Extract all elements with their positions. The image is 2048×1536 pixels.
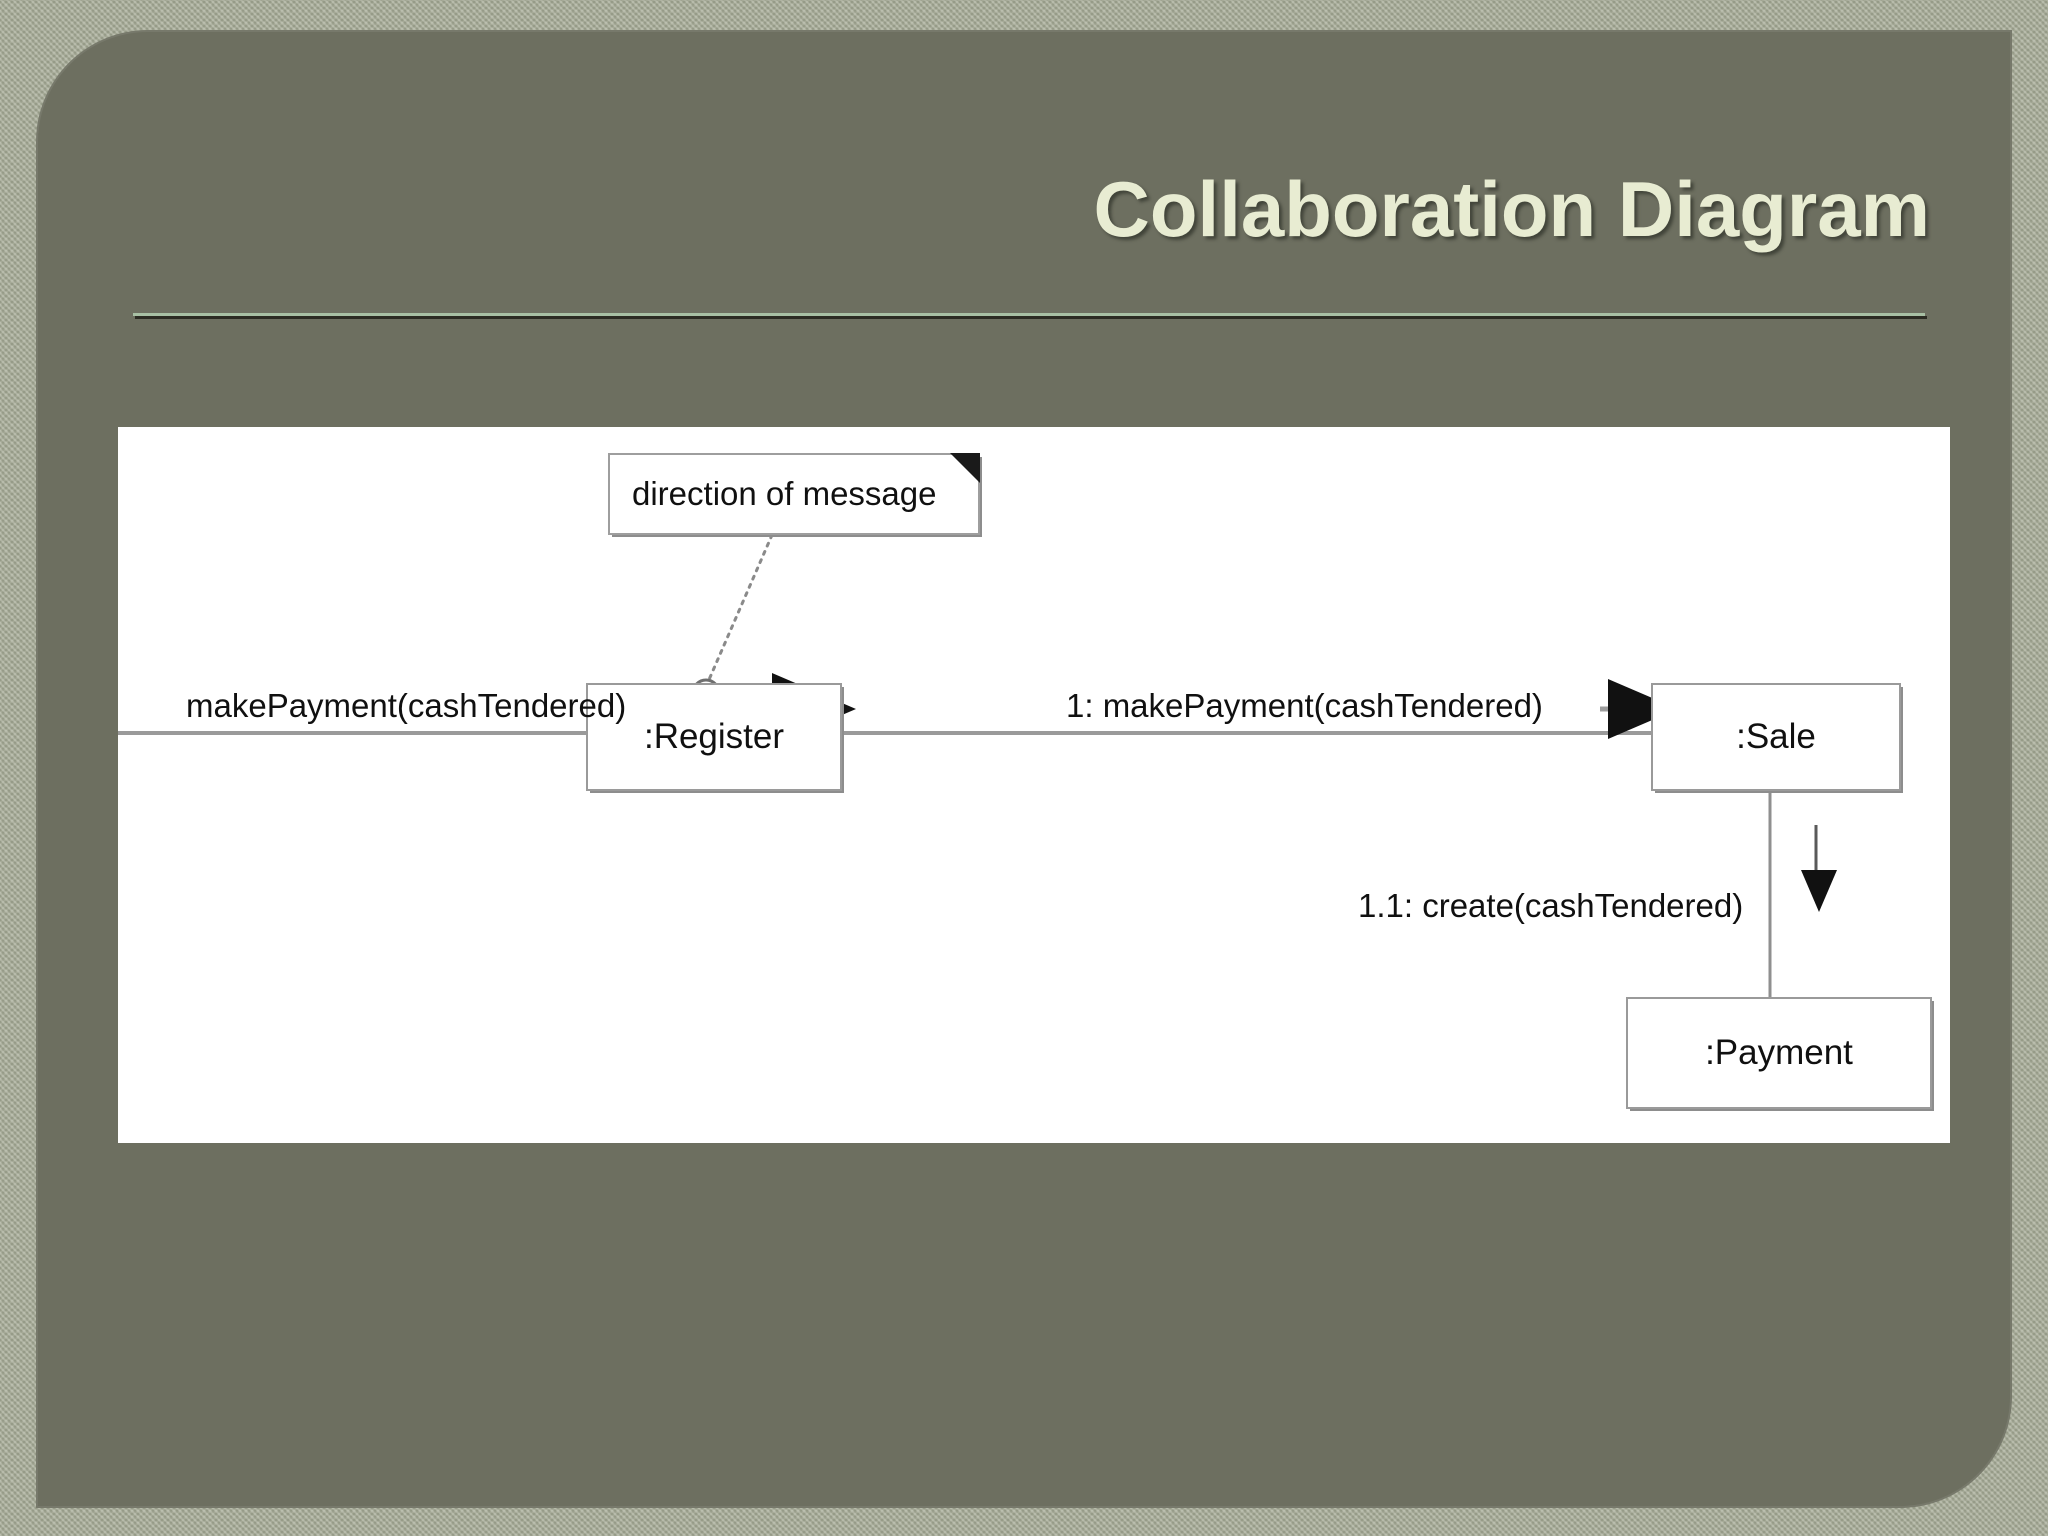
object-register[interactable]: :Register <box>586 683 842 791</box>
object-label-sale: :Sale <box>1736 717 1816 756</box>
message-label-makepayment: makePayment(cashTendered) <box>186 687 627 724</box>
page-title-block: Collaboration Diagram <box>120 170 1930 248</box>
object-payment[interactable]: :Payment <box>1626 997 1932 1109</box>
title-divider <box>133 313 1925 316</box>
message-label-1-makepayment: 1: makePayment(cashTendered) <box>1066 687 1543 724</box>
object-sale[interactable]: :Sale <box>1651 683 1901 791</box>
note-fold-corner-icon <box>950 453 980 483</box>
page-title: Collaboration Diagram <box>1093 165 1930 253</box>
note-leader-line <box>706 533 774 684</box>
object-label-register: :Register <box>643 717 785 756</box>
diagram-canvas: direction of message :Register :Sale :Pa… <box>118 427 1950 1143</box>
object-label-payment: :Payment <box>1705 1033 1853 1072</box>
message-label-11-create: 1.1: create(cashTendered) <box>1358 887 1744 924</box>
note-direction-of-message[interactable]: direction of message <box>608 453 980 535</box>
note-label: direction of message <box>632 475 937 512</box>
